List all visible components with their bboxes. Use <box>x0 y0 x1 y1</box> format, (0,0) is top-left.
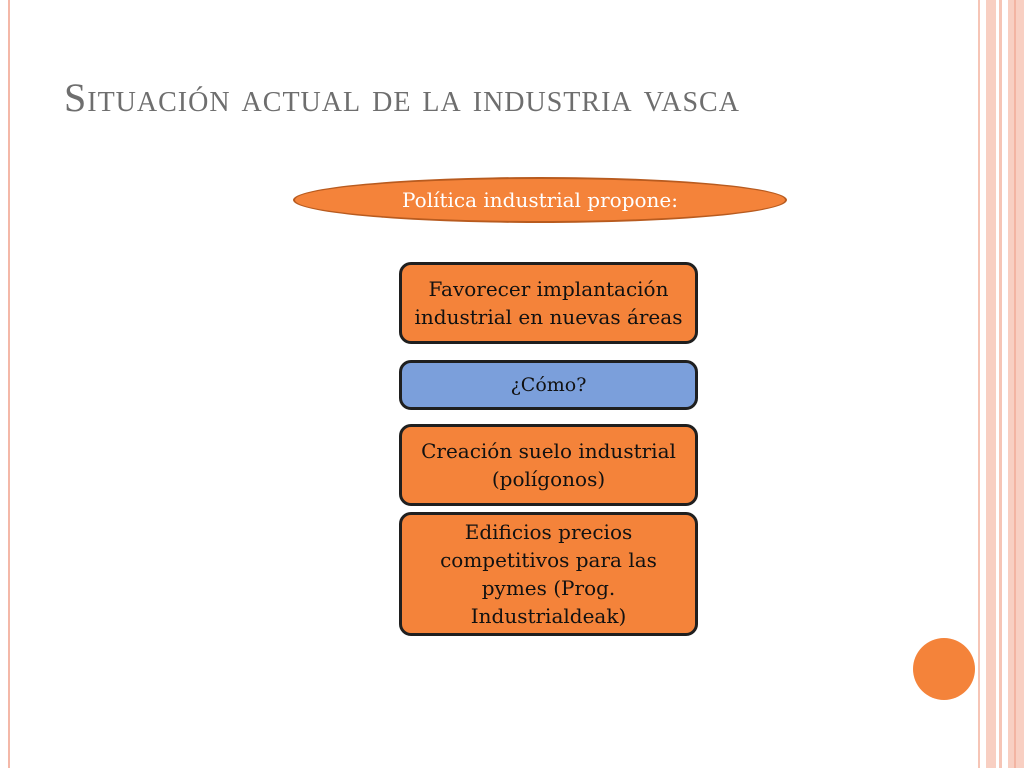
decorative-stripe <box>978 0 980 768</box>
box-label: Favorecer implantación industrial en nue… <box>414 277 683 329</box>
box-como: ¿Cómo? <box>399 360 698 410</box>
decorative-stripe <box>1008 0 1024 768</box>
box-label: Creación suelo industrial (polígonos) <box>421 439 676 491</box>
slide-title: Situación actual de la industria vasca <box>64 75 740 120</box>
box-label: Edificios precios competitivos para las … <box>440 520 657 628</box>
decorative-circle <box>913 638 975 700</box>
decorative-stripe <box>999 0 1002 768</box>
box-creacion-suelo: Creación suelo industrial (polígonos) <box>399 424 698 506</box>
decorative-stripe <box>1014 0 1016 768</box>
policy-oval-label: Política industrial propone: <box>402 188 678 212</box>
box-favorecer-implantacion: Favorecer implantación industrial en nue… <box>399 262 698 344</box>
box-edificios-precios: Edificios precios competitivos para las … <box>399 512 698 636</box>
slide-left-border <box>8 0 10 768</box>
policy-oval: Política industrial propone: <box>293 177 787 223</box>
decorative-stripe <box>986 0 996 768</box>
box-label: ¿Cómo? <box>510 374 587 396</box>
